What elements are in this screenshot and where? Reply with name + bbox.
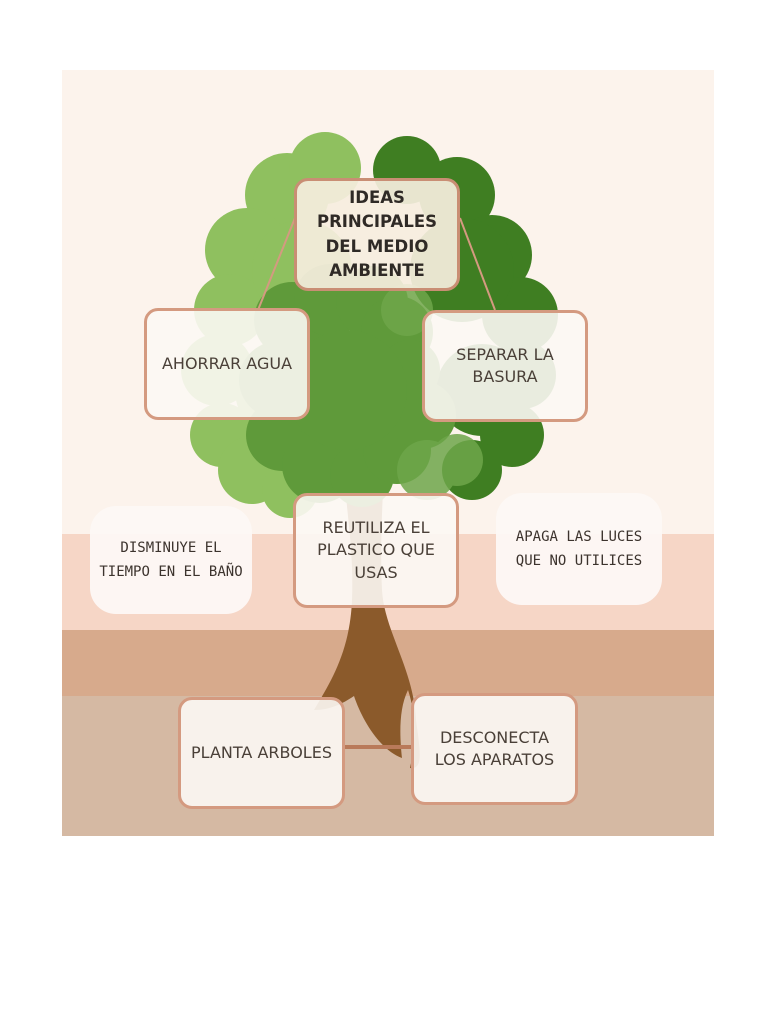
idea-planta-arboles: PLANTA ARBOLES <box>178 697 345 809</box>
idea-disminuye-tiempo: DISMINUYE EL TIEMPO EN EL BAÑO <box>90 506 252 614</box>
idea-apaga-luces: APAGA LAS LUCES QUE NO UTILICES <box>496 493 662 605</box>
tree-foliage-accent <box>381 284 483 500</box>
connector-lines <box>257 217 496 311</box>
idea-ahorrar-agua: AHORRAR AGUA <box>144 308 310 420</box>
mind-map-poster: IDEAS PRINCIPALES DEL MEDIO AMBIENTE AHO… <box>62 70 714 836</box>
idea-reutiliza-plastico: REUTILIZA EL PLASTICO QUE USAS <box>293 493 459 608</box>
idea-desconecta-aparatos: DESCONECTA LOS APARATOS <box>411 693 578 805</box>
idea-separar-basura: SEPARAR LA BASURA <box>422 310 588 422</box>
central-title-box: IDEAS PRINCIPALES DEL MEDIO AMBIENTE <box>294 178 460 291</box>
